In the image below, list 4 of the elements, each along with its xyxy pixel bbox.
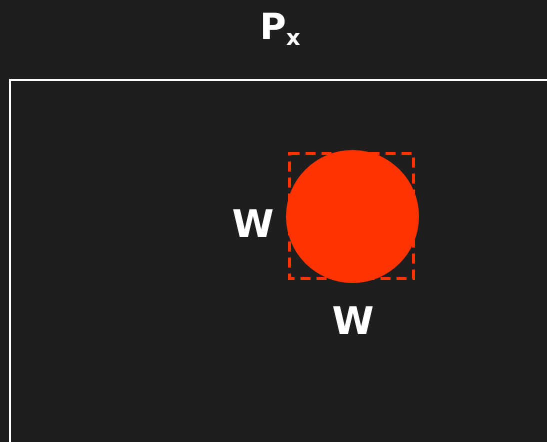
frame-outline bbox=[9, 79, 547, 442]
title: P$_{x}$ bbox=[258, 6, 302, 50]
dimension-label: W bbox=[332, 299, 374, 343]
dimension-label: W bbox=[232, 202, 274, 246]
